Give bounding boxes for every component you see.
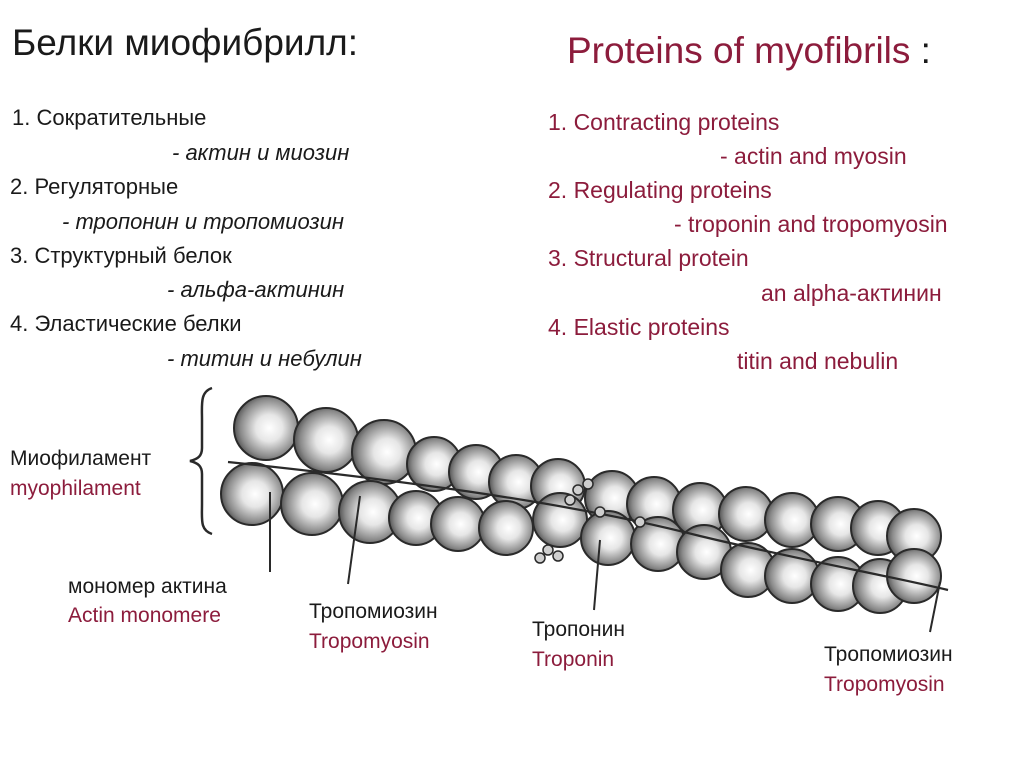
- title-english-colon: :: [920, 30, 931, 71]
- label-tropomyosin-1-ru: Тропомиозин: [309, 600, 438, 623]
- tropomyosin-strand: [227, 460, 949, 592]
- en-item-2-heading: 2. Regulating proteins: [548, 177, 772, 203]
- title-english: Proteins of myofibrils :: [567, 30, 931, 72]
- title-english-text: Proteins of myofibrils: [567, 30, 911, 71]
- actin-monomer-bead: [233, 395, 299, 461]
- en-item-1-detail: - actin and myosin: [720, 143, 907, 169]
- actin-monomer-bead: [886, 548, 942, 604]
- troponin-dot: [542, 544, 554, 556]
- ru-item-3-detail: - альфа-актинин: [167, 277, 345, 302]
- ru-item-3-heading: 3. Структурный белок: [10, 243, 232, 268]
- label-myofilament-ru: Миофиламент: [10, 447, 152, 470]
- label-troponin-en: Troponin: [532, 648, 615, 671]
- leader-tropomyosin-2: [929, 581, 941, 633]
- troponin-dot: [582, 478, 594, 490]
- label-actin-monomer-ru: мономер актина: [68, 575, 227, 598]
- label-troponin-ru: Тропонин: [532, 618, 625, 641]
- en-item-4-heading: 4. Elastic proteins: [548, 314, 730, 340]
- troponin-complexes: [534, 478, 646, 564]
- troponin-dot: [534, 552, 546, 564]
- ru-item-4-heading: 4. Эластические белки: [10, 311, 242, 336]
- ru-item-1-detail: - актин и миозин: [172, 140, 350, 165]
- en-item-2-detail: - troponin and tropomyosin: [674, 211, 948, 237]
- actin-monomer-bead: [478, 500, 534, 556]
- actin-monomer-bead: [220, 462, 284, 526]
- ru-item-2-detail: - тропонин и тропомиозин: [62, 209, 345, 234]
- leader-tropomyosin-1: [347, 495, 361, 585]
- label-tropomyosin-1-en: Tropomyosin: [309, 630, 430, 653]
- actin-monomer-bead: [293, 407, 359, 473]
- ru-item-2-heading: 2. Регуляторные: [10, 174, 179, 199]
- troponin-dot: [594, 506, 606, 518]
- label-tropomyosin-2-ru: Тропомиозин: [824, 643, 953, 666]
- en-item-3-heading: 3. Structural protein: [548, 245, 749, 271]
- en-item-1-heading: 1. Contracting proteins: [548, 109, 780, 135]
- en-item-4-detail: titin and nebulin: [737, 348, 899, 374]
- actin-monomer-bead: [280, 472, 344, 536]
- en-item-3-detail: an alpha-актинин: [761, 280, 942, 306]
- actin-monomer-bead: [430, 496, 486, 552]
- troponin-dot: [552, 550, 564, 562]
- label-myofilament-en: myophilament: [10, 477, 141, 500]
- troponin-dot: [572, 484, 584, 496]
- actin-monomer-bead: [351, 419, 417, 485]
- myofilament-bracket: [189, 386, 213, 536]
- leader-troponin: [593, 539, 601, 611]
- title-russian: Белки миофибрилл:: [12, 22, 359, 63]
- actin-monomer-bead: [532, 492, 588, 548]
- troponin-dot: [634, 516, 646, 528]
- troponin-dot: [564, 494, 576, 506]
- ru-item-1-heading: 1. Сократительные: [12, 105, 207, 130]
- actin-strand-bottom: [220, 462, 942, 614]
- label-actin-monomer-en: Actin monomere: [68, 604, 221, 627]
- ru-item-4-detail: - титин и небулин: [167, 346, 362, 371]
- label-tropomyosin-2-en: Tropomyosin: [824, 673, 945, 696]
